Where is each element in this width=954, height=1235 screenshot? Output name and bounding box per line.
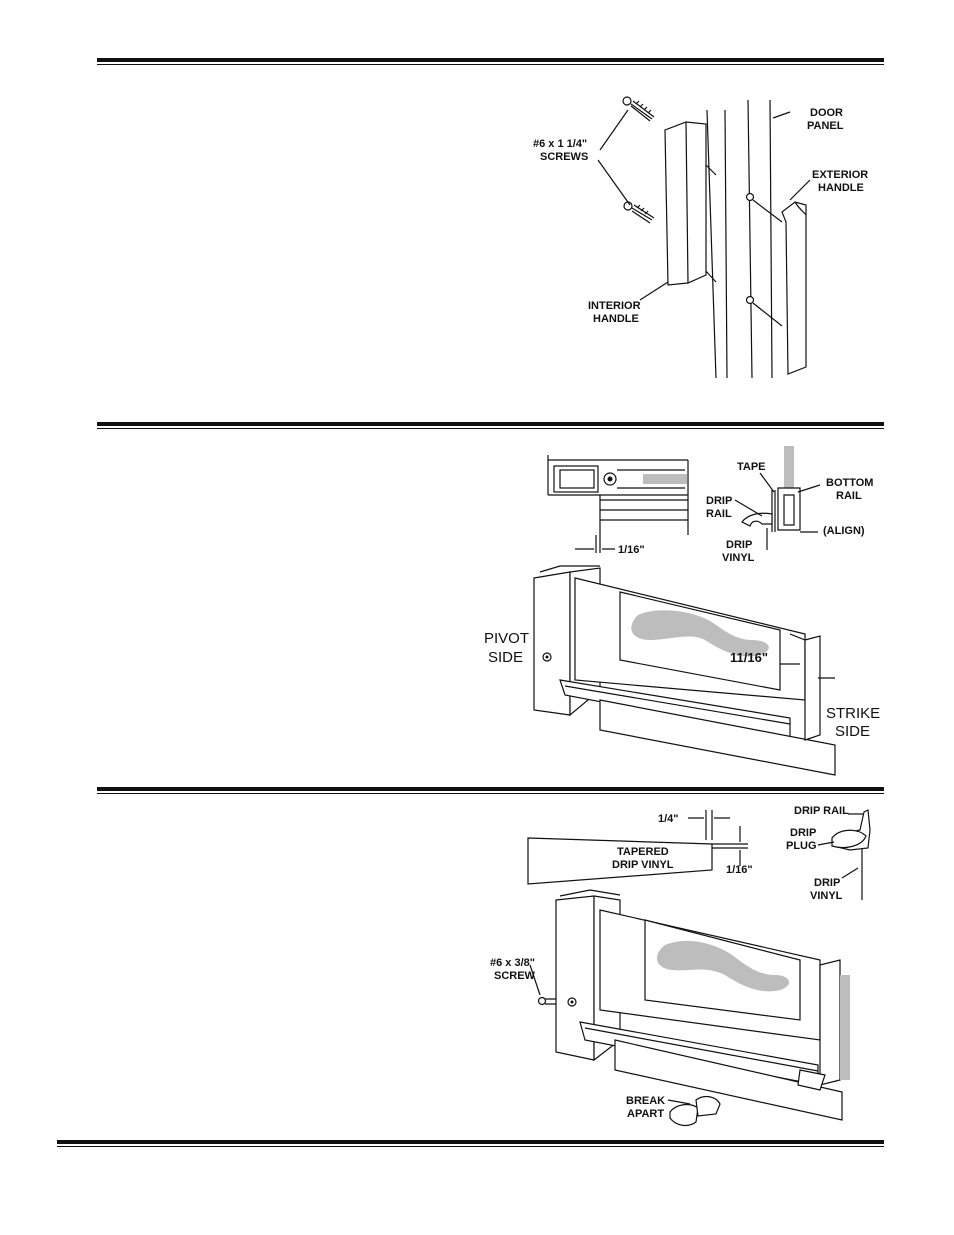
- align-label: (ALIGN): [823, 525, 865, 537]
- drip-plug-label-line1: DRIP: [790, 827, 816, 839]
- screw-top-icon: [622, 96, 655, 122]
- tapered-drip-vinyl-strip: [527, 837, 713, 885]
- screws-label-line1: #6 x 1 1/4": [533, 138, 587, 150]
- drip-vinyl-label-3-line2: VINYL: [810, 890, 843, 902]
- drip-rail-label-line1: DRIP: [706, 495, 732, 507]
- break-apart-label-line2: APART: [627, 1108, 664, 1120]
- exterior-handle-label-line1: EXTERIOR: [812, 169, 868, 181]
- section-rule-3: [97, 787, 884, 794]
- exterior-handle-label-line2: HANDLE: [818, 182, 864, 194]
- offset-label: 11/16": [730, 650, 768, 665]
- screws-label-line2: SCREWS: [540, 151, 588, 163]
- pivot-side-label-line1: PIVOT: [484, 630, 529, 647]
- bottom-rail-label-line2: RAIL: [836, 490, 862, 502]
- gap-label: 1/16": [618, 544, 645, 556]
- section-rule-1: [97, 58, 884, 65]
- door-perspective-view: [533, 565, 836, 776]
- drip-vinyl-label-line1: DRIP: [726, 539, 752, 551]
- screw-label-line2: SCREW: [494, 970, 536, 982]
- drip-rail-label-line2: RAIL: [706, 508, 732, 520]
- drip-plug-label-line2: PLUG: [786, 840, 817, 852]
- interior-handle-label-line2: HANDLE: [593, 313, 639, 325]
- door-perspective-view-2: [555, 889, 850, 1121]
- break-apart-plug-icon: [669, 1095, 721, 1127]
- sixteenth-inch-label: 1/16": [726, 864, 753, 876]
- door-panel-label-line2: PANEL: [807, 120, 844, 132]
- screw-small-icon: [537, 996, 556, 1006]
- tapered-vinyl-label-line2: DRIP VINYL: [612, 859, 674, 871]
- drip-rail-installation-figure: 1/16" TAPE BOTTOM RAIL DRIP RAIL DRIP VI…: [484, 446, 880, 776]
- strike-side-label-line1: STRIKE: [826, 705, 880, 722]
- drip-plug-detail: [817, 809, 871, 900]
- strike-side-label-line2: SIDE: [835, 723, 870, 740]
- bottom-rail-label-line1: BOTTOM: [826, 477, 873, 489]
- section-rule-2: [97, 422, 884, 429]
- tapered-vinyl-label-line1: TAPERED: [617, 846, 669, 858]
- drip-vinyl-label-3-line1: DRIP: [814, 877, 840, 889]
- rail-cross-section: [741, 446, 818, 550]
- rail-end-detail: [547, 455, 689, 553]
- tape-label: TAPE: [737, 461, 766, 473]
- drip-vinyl-installation-figure: 1/4" 1/16" TAPERED DRIP VINYL DRIP RAIL …: [490, 805, 871, 1127]
- handle-installation-figure: #6 x 1 1/4" SCREWS DOOR PANEL EXTERIOR H…: [533, 96, 868, 379]
- drip-rail-label-3: DRIP RAIL: [794, 805, 849, 817]
- door-panel-label-line1: DOOR: [810, 107, 843, 119]
- quarter-inch-label: 1/4": [658, 813, 679, 825]
- screw-label-line1: #6 x 3/8": [490, 957, 535, 969]
- section-rule-bottom: [57, 1140, 884, 1147]
- break-apart-label-line1: BREAK: [626, 1095, 665, 1107]
- drip-vinyl-label-line2: VINYL: [722, 552, 755, 564]
- interior-handle-label-line1: INTERIOR: [588, 300, 641, 312]
- pivot-side-label-line2: SIDE: [488, 649, 523, 666]
